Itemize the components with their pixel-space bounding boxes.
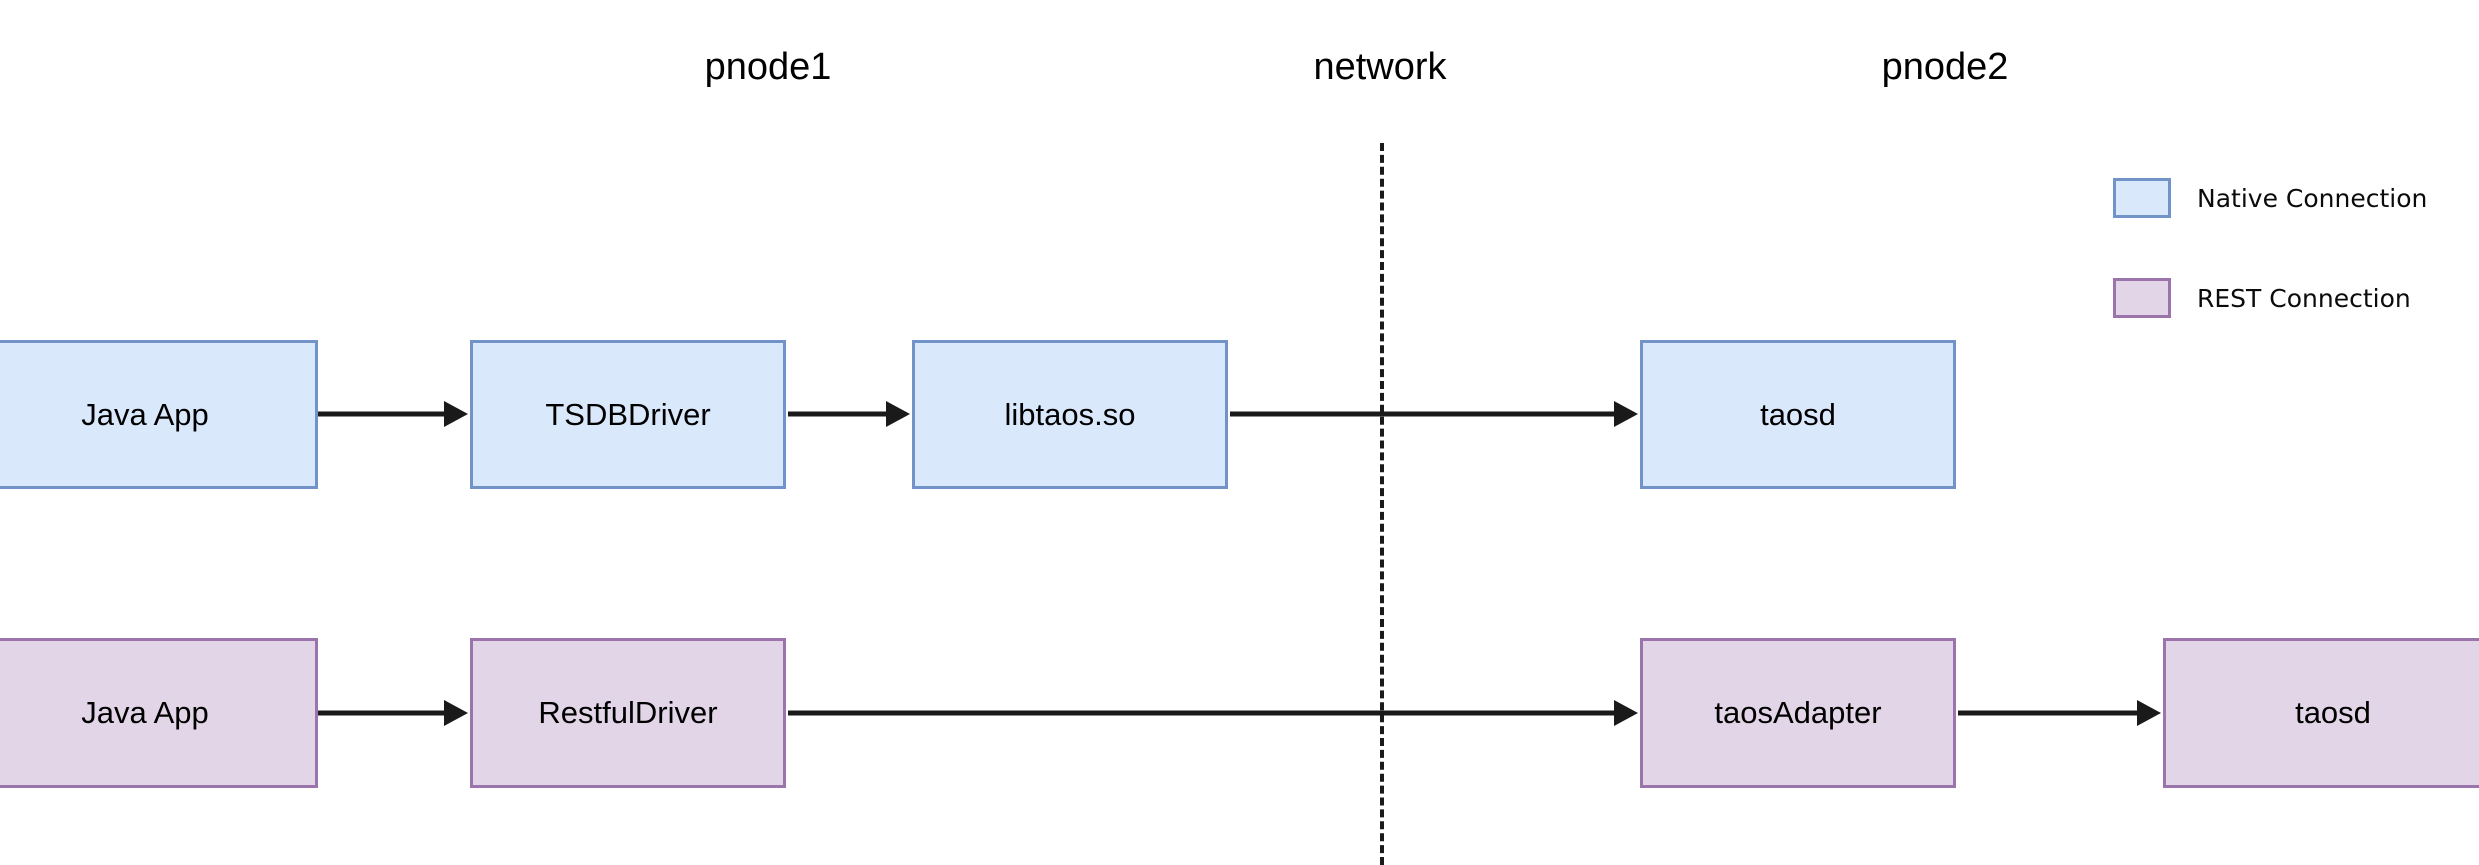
- node-taosd-rest[interactable]: taosd: [2163, 638, 2479, 788]
- zone-label-pnode2: pnode2: [1881, 46, 2009, 88]
- legend-label-rest: REST Connection: [2197, 283, 2411, 313]
- node-restful-driver[interactable]: RestfulDriver: [470, 638, 786, 788]
- node-libtaos-so[interactable]: libtaos.so: [912, 340, 1228, 489]
- node-label: Java App: [81, 396, 209, 432]
- arrow-head: [1614, 401, 1638, 427]
- legend-item-native: Native Connection: [2113, 178, 2427, 218]
- node-label: RestfulDriver: [538, 695, 718, 730]
- legend-label-native: Native Connection: [2197, 183, 2428, 213]
- arrow-shaft: [1230, 411, 1614, 417]
- node-java-app-rest[interactable]: Java App: [0, 638, 318, 788]
- node-label: TSDBDriver: [545, 396, 711, 432]
- network-boundary-line: [1380, 143, 1384, 865]
- arrow-head: [1614, 700, 1638, 726]
- arrow-head: [886, 401, 910, 427]
- arrow-shaft: [318, 411, 444, 417]
- node-label: Java App: [81, 695, 209, 730]
- node-taos-adapter[interactable]: taosAdapter: [1640, 638, 1956, 788]
- zone-label-pnode1: pnode1: [704, 46, 832, 88]
- legend-swatch-rest-icon: [2113, 278, 2171, 318]
- arrow-head: [444, 401, 468, 427]
- node-label: taosd: [2295, 695, 2371, 730]
- zone-label-network: network: [1313, 46, 1447, 88]
- arrow-shaft: [788, 411, 886, 417]
- arrow-shaft: [788, 710, 1614, 716]
- node-tsdb-driver[interactable]: TSDBDriver: [470, 340, 786, 489]
- arrow-head: [2137, 700, 2161, 726]
- node-label: taosAdapter: [1714, 695, 1882, 730]
- arrow-shaft: [1958, 710, 2137, 716]
- node-label: libtaos.so: [1004, 396, 1136, 432]
- legend-swatch-native-icon: [2113, 178, 2171, 218]
- node-taosd-native[interactable]: taosd: [1640, 340, 1956, 489]
- arrow-shaft: [318, 710, 444, 716]
- legend-item-rest: REST Connection: [2113, 278, 2411, 318]
- arrow-head: [444, 700, 468, 726]
- node-label: taosd: [1760, 396, 1836, 432]
- node-java-app-native[interactable]: Java App: [0, 340, 318, 489]
